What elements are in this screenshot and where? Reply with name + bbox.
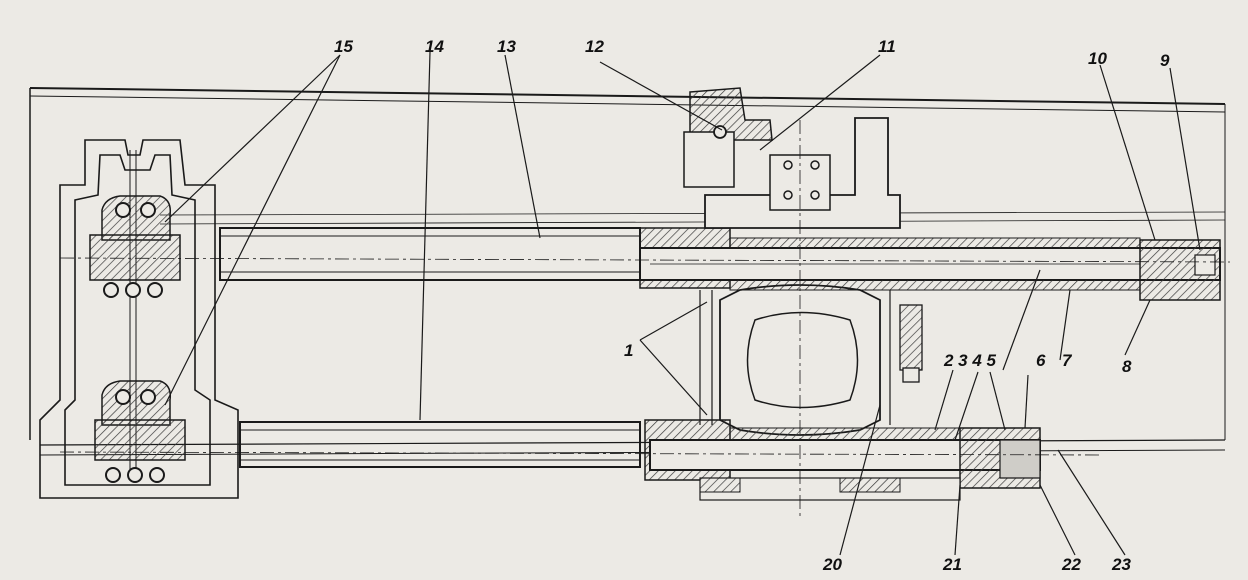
center-lines [59,120,1231,520]
label-14: 14 [425,37,444,56]
label-11: 11 [878,37,896,56]
upper-clamp [89,195,181,298]
label-13: 13 [497,37,516,56]
label-6: 6 [1036,351,1046,370]
label-12: 12 [585,37,604,56]
lower-clamp [94,380,186,483]
label-22: 22 [1061,555,1081,574]
callout-labels: 15 14 13 12 11 10 9 1 2 3 4 5 6 7 8 20 2… [334,37,1170,574]
leader-lines [164,51,1201,556]
label-23: 23 [1111,555,1131,574]
central-cradle [699,284,923,436]
label-20: 20 [822,555,842,574]
label-8: 8 [1122,357,1132,376]
upper-rod [219,227,641,281]
lower-rod [239,421,641,468]
label-21: 21 [942,555,962,574]
label-15: 15 [334,37,353,56]
label-10: 10 [1088,49,1107,68]
lower-cylinder [644,419,1041,501]
label-1: 1 [624,341,633,360]
label-9: 9 [1160,51,1170,70]
mounting-block [683,87,901,229]
label-7: 7 [1062,351,1073,370]
upper-cylinder [639,227,1221,301]
label-2-3-4-5: 2 3 4 5 [943,351,997,370]
